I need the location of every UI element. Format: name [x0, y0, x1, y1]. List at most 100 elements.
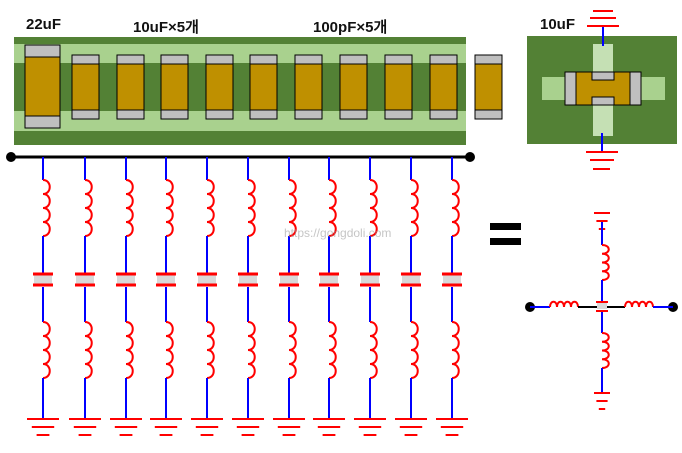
inductor-icon [206, 179, 215, 237]
strip-capacitor-100pf [339, 54, 368, 120]
ground-icon [354, 418, 386, 436]
inductor-icon [247, 321, 256, 379]
inductor-icon [125, 321, 134, 379]
inductor-icon [42, 179, 51, 237]
ground-icon [273, 418, 305, 436]
capacitor-icon [360, 272, 380, 287]
inductor-icon [369, 179, 378, 237]
label-10uf-x5: 10uF×5개 [133, 19, 199, 36]
inductor-icon [165, 179, 174, 237]
cap-body [384, 54, 413, 120]
bus-terminal-right [465, 152, 475, 162]
branch [313, 157, 345, 436]
strip-capacitor-10uf [249, 54, 278, 120]
inductor-icon [84, 179, 93, 237]
cap-terminal-left [564, 71, 577, 106]
ground-icon [69, 418, 101, 436]
branch [436, 157, 468, 436]
inductor-icon [451, 179, 460, 237]
inductor-icon [328, 321, 337, 379]
ground-icon-top [587, 10, 619, 27]
inductor-icon [288, 321, 297, 379]
cap-terminal-bottom [429, 109, 458, 120]
inductor-icon [549, 300, 579, 308]
capacitor-icon [279, 272, 299, 287]
inductor-icon [410, 179, 419, 237]
strip-capacitor-10uf [71, 54, 100, 120]
capacitor-icon [238, 272, 258, 287]
label-100pf-x5: 100pF×5개 [313, 19, 388, 36]
three-terminal-cap-board [527, 10, 677, 170]
ground-icon [191, 418, 223, 436]
cap-terminal-top [429, 54, 458, 65]
strip-capacitor-100pf [384, 54, 413, 120]
capacitor-icon [75, 272, 95, 287]
capacitor-icon [197, 272, 217, 287]
ground-icon [436, 418, 468, 436]
pad-top [593, 44, 613, 72]
strip-capacitor-100pf [294, 54, 323, 120]
inductor-icon [165, 321, 174, 379]
branch [27, 157, 59, 436]
cap-terminal-bottom [339, 109, 368, 120]
inductor-icon [125, 179, 134, 237]
cap-terminal-bottom [474, 109, 503, 120]
equivalent-circuit [525, 212, 678, 410]
cap-terminal-bottom [71, 109, 100, 120]
inductor-icon [410, 321, 419, 379]
cap-body [474, 54, 503, 120]
cap-terminal-top [205, 54, 234, 65]
capacitor-icon [116, 272, 136, 287]
cap-terminal-top [384, 54, 413, 65]
cap-body [71, 54, 100, 120]
ground-icon [395, 418, 427, 436]
ground-icon [232, 418, 264, 436]
cap-terminal-bottom [205, 109, 234, 120]
cap-terminal-bottom [384, 109, 413, 120]
ground-icon [27, 418, 59, 436]
inductor-icon [369, 321, 378, 379]
cap-body [116, 54, 145, 120]
cap-body [205, 54, 234, 120]
cap-terminal-top [294, 54, 323, 65]
inductor-icon [247, 179, 256, 237]
ground-icon [110, 418, 142, 436]
ground-icon [150, 418, 182, 436]
cap-body [160, 54, 189, 120]
strip-capacitor-100pf [429, 54, 458, 120]
cap-terminal-bottom [116, 109, 145, 120]
cap-terminal-top [116, 54, 145, 65]
strip-capacitors [24, 44, 503, 129]
branch [354, 157, 386, 436]
capacitor-icon [319, 272, 339, 287]
pad-bottom [593, 105, 613, 136]
capacitor-icon [442, 272, 462, 287]
strip-capacitor-22uf [24, 44, 61, 129]
branch [150, 157, 182, 436]
branch [273, 157, 305, 436]
cap-terminal-top [249, 54, 278, 65]
cap-terminal-top [71, 54, 100, 65]
strip-capacitor-10uf [205, 54, 234, 120]
inductor-icon [601, 332, 610, 369]
cap-body [294, 54, 323, 120]
branch [191, 157, 223, 436]
pcb-strip [14, 37, 503, 145]
inductor-icon [328, 179, 337, 237]
cap-terminal-top [339, 54, 368, 65]
cap-terminal-top [24, 44, 61, 58]
inductor-icon [451, 321, 460, 379]
cap-body [429, 54, 458, 120]
inductor-icon [84, 321, 93, 379]
ground-icon [313, 418, 345, 436]
cap-body [249, 54, 278, 120]
label-22uf: 22uF [26, 16, 62, 33]
bus-terminal-left [6, 152, 16, 162]
cap-terminal-right [629, 71, 642, 106]
capacitor-icon [156, 272, 176, 287]
cap-terminal-bottom [591, 96, 615, 106]
branches [27, 157, 468, 436]
watermark: https://gongdoli.com [284, 226, 392, 240]
strip-capacitor-10uf [160, 54, 189, 120]
